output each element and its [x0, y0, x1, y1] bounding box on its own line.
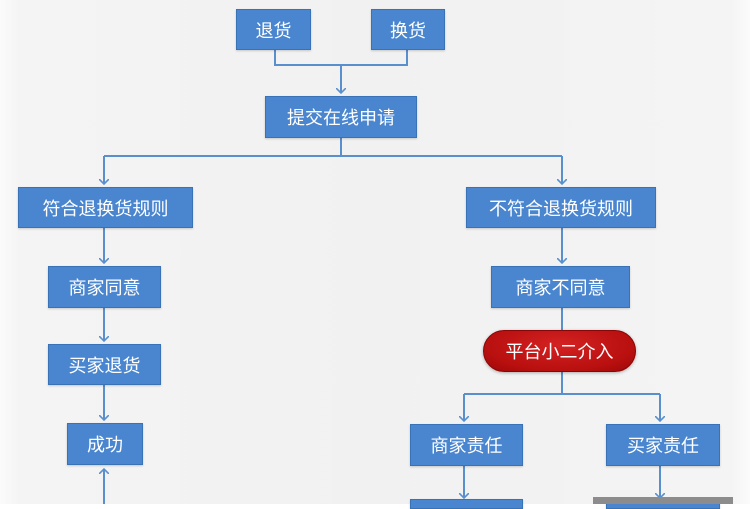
- return-node: 退货: [236, 9, 311, 50]
- exchange-node: 换货: [371, 9, 445, 50]
- merchant-liable-node: 商家责任: [410, 424, 523, 466]
- success-node: 成功: [67, 423, 143, 465]
- merchant-agree-node: 商家同意: [48, 266, 161, 308]
- submit-application-node: 提交在线申请: [265, 96, 417, 138]
- connector-return-exchange: [274, 50, 408, 66]
- connector-platform-split: [464, 372, 660, 395]
- platform-intervene-node: 平台小二介入: [483, 330, 636, 372]
- watermark-bar: [593, 497, 733, 504]
- connector-split: [104, 138, 562, 157]
- buyer-return-node: 买家退货: [48, 344, 161, 385]
- meets-rules-node: 符合退换货规则: [18, 187, 193, 228]
- not-meets-rules-node: 不符合退换货规则: [466, 187, 656, 228]
- merchant-disagree-node: 商家不同意: [491, 266, 630, 308]
- merchant-liable-next-node: [410, 499, 523, 509]
- buyer-liable-node: 买家责任: [606, 424, 720, 466]
